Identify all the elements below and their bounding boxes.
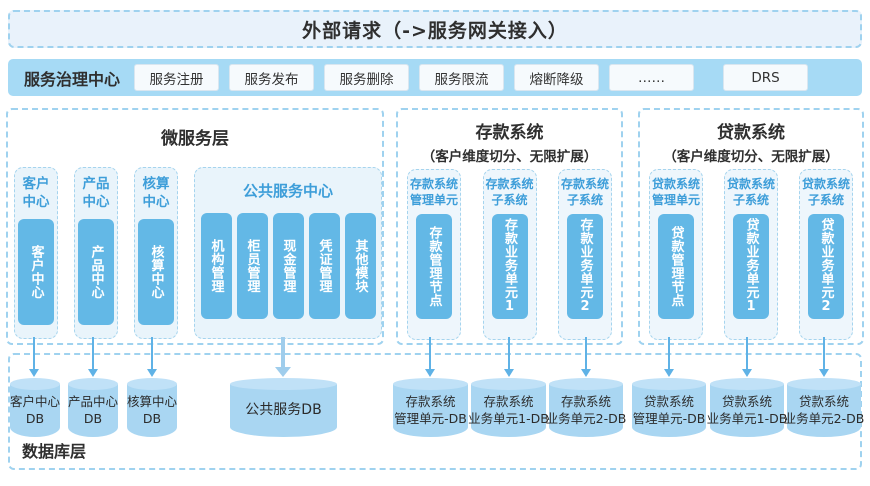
- service-delete-button: 服务删除: [324, 64, 410, 91]
- database-layer-label: 数据库层: [22, 442, 87, 461]
- external-request-title: 外部请求（->服务网关接入）: [302, 19, 568, 42]
- db-cylinder-deposit-unit2: 存款系统 业务单元2-DB: [546, 378, 626, 437]
- deposit-management-node-box: 存款管理节点: [416, 214, 452, 320]
- customer-center-header: 客户中心: [22, 176, 50, 210]
- loan-subsystem-2: 贷款系统子系统 贷款业务单元2: [799, 169, 853, 340]
- arrow-loan-unit1-db: [742, 337, 752, 377]
- accounting-center-service-box: 核算中心: [138, 219, 174, 326]
- public-service-center-column: 公共服务中心 机构管理 柜员管理 现金管理 凭证管理 其他模块: [194, 167, 382, 339]
- arrow-product-center-db: [88, 337, 98, 377]
- db-cylinder-product-center: 产品中心 DB: [68, 378, 118, 437]
- arrow-loan-mgmt-db: [664, 337, 674, 377]
- teller-management-box: 柜员管理: [236, 212, 268, 319]
- voucher-management-box: 凭证管理: [308, 212, 340, 319]
- arrow-deposit-unit1-db: [504, 337, 514, 377]
- org-management-box: 机构管理: [200, 212, 232, 319]
- arrow-loan-unit2-db: [819, 337, 829, 377]
- public-service-center-header: 公共服务中心: [242, 182, 333, 200]
- service-publish-button: 服务发布: [229, 64, 315, 91]
- db-cylinder-loan-unit1: 贷款系统 业务单元1-DB: [707, 378, 787, 437]
- circuit-break-button: 熔断降级: [514, 64, 600, 91]
- db-cylinder-accounting-center: 核算中心 DB: [127, 378, 177, 437]
- product-center-service-box: 产品中心: [78, 219, 114, 326]
- drs-button: DRS: [723, 64, 808, 91]
- deposit-system-subtitle: （客户维度切分、无限扩展）: [421, 149, 598, 165]
- loan-system-subtitle: （客户维度切分、无限扩展）: [663, 149, 839, 165]
- cash-management-box: 现金管理: [272, 212, 304, 319]
- public-service-modules: 机构管理 柜员管理 现金管理 凭证管理 其他模块: [200, 212, 376, 319]
- arrow-customer-center-db: [29, 337, 39, 377]
- deposit-business-unit-2-box: 存款业务单元2: [567, 214, 603, 320]
- accounting-center-column: 核算中心 核算中心: [134, 167, 178, 339]
- deposit-subsystem-2: 存款系统子系统 存款业务单元2: [558, 169, 612, 340]
- microservice-layer-panel: 微服务层 客户中心 客户中心 产品中心 产品中心 核算中心 核算中心: [6, 108, 384, 345]
- deposit-system-panel: 存款系统 （客户维度切分、无限扩展） 存款系统管理单元 存款管理节点 存款系统子…: [396, 108, 623, 345]
- deposit-system-title: 存款系统: [475, 123, 544, 143]
- accounting-center-header: 核算中心: [142, 176, 170, 210]
- loan-units: 贷款系统管理单元 贷款管理节点 贷款系统子系统 贷款业务单元1 贷款系统子系统 …: [640, 169, 862, 340]
- product-center-column: 产品中心 产品中心: [74, 167, 118, 339]
- db-cylinder-deposit-mgmt: 存款系统 管理单元-DB: [393, 378, 468, 437]
- product-center-header: 产品中心: [82, 176, 110, 210]
- arrow-public-service-db: [275, 337, 291, 377]
- microservice-layer-title: 微服务层: [161, 129, 229, 149]
- db-cylinder-deposit-unit1: 存款系统 业务单元1-DB: [468, 378, 549, 437]
- ellipsis-button: ……: [609, 64, 695, 91]
- arrow-deposit-unit2-db: [581, 337, 591, 377]
- microservice-columns: 客户中心 客户中心 产品中心 产品中心 核算中心 核算中心 公共服务中心: [8, 167, 382, 339]
- arrow-deposit-mgmt-db: [425, 337, 435, 377]
- db-cylinder-customer-center: 客户中心 DB: [10, 378, 60, 437]
- deposit-business-unit-1-box: 存款业务单元1: [491, 214, 528, 320]
- loan-business-unit-1-box: 贷款业务单元1: [733, 214, 769, 320]
- db-cylinder-loan-mgmt: 贷款系统 管理单元-DB: [632, 378, 706, 437]
- service-register-button: 服务注册: [134, 64, 220, 91]
- governance-label: 服务治理中心: [24, 69, 121, 89]
- other-modules-box: 其他模块: [344, 212, 376, 319]
- loan-business-unit-2-box: 贷款业务单元2: [808, 214, 844, 320]
- deposit-units: 存款系统管理单元 存款管理节点 存款系统子系统 存款业务单元1 存款系统子系统 …: [398, 169, 621, 340]
- service-throttle-button: 服务限流: [419, 64, 505, 91]
- arrow-accounting-center-db: [147, 337, 157, 377]
- deposit-management-unit: 存款系统管理单元 存款管理节点: [407, 169, 461, 340]
- loan-management-node-box: 贷款管理节点: [658, 214, 694, 320]
- db-cylinder-public-service: 公共服务DB: [230, 378, 337, 437]
- loan-management-unit: 贷款系统管理单元 贷款管理节点: [649, 169, 703, 340]
- loan-system-panel: 贷款系统 （客户维度切分、无限扩展） 贷款系统管理单元 贷款管理节点 贷款系统子…: [638, 108, 864, 345]
- loan-subsystem-1: 贷款系统子系统 贷款业务单元1: [724, 169, 778, 340]
- external-request-banner: 外部请求（->服务网关接入）: [8, 10, 862, 48]
- loan-system-title: 贷款系统: [717, 123, 785, 143]
- service-governance-bar: 服务治理中心 服务注册 服务发布 服务删除 服务限流 熔断降级 …… DRS: [8, 59, 862, 96]
- customer-center-service-box: 客户中心: [18, 219, 54, 326]
- customer-center-column: 客户中心 客户中心: [14, 167, 58, 339]
- deposit-subsystem-1: 存款系统子系统 存款业务单元1: [482, 169, 537, 340]
- db-cylinder-loan-unit2: 贷款系统 业务单元2-DB: [784, 378, 864, 437]
